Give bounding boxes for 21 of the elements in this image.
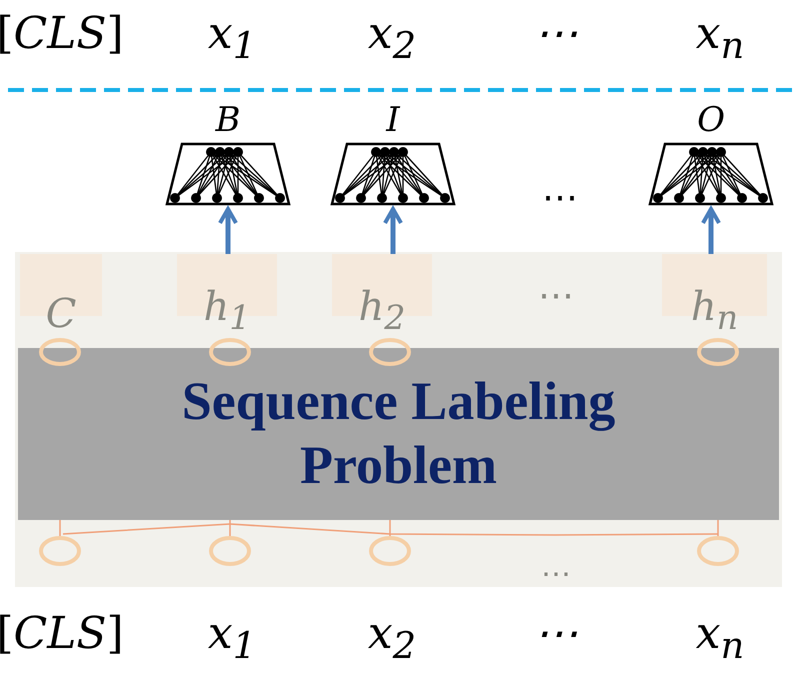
- output-label: B: [216, 100, 240, 140]
- token-label: x$_{2}$: [368, 12, 416, 64]
- output-label: O: [697, 100, 725, 140]
- token-label: ⋯: [534, 12, 578, 56]
- panel-background: [15, 252, 782, 587]
- token-label: x$_{n}$: [696, 12, 744, 64]
- arrow: [701, 207, 721, 254]
- token-label: x$_{n}$: [696, 612, 744, 664]
- token-label: [CLS]: [0, 612, 124, 656]
- token-label: [CLS]: [0, 12, 124, 56]
- token-label: ⋯: [534, 612, 578, 656]
- token-label: x$_{1}$: [208, 12, 256, 64]
- output-label: I: [386, 100, 400, 140]
- overlay-banner: Sequence Labeling Problem: [18, 348, 779, 520]
- ellipsis: ⋯: [538, 278, 574, 314]
- token-label: x$_{1}$: [208, 612, 256, 664]
- ellipsis: ⋯: [541, 560, 571, 590]
- token-label: x$_{2}$: [368, 612, 416, 664]
- ellipsis: ⋯: [542, 180, 578, 216]
- arrow: [383, 207, 403, 254]
- arrow: [218, 207, 238, 254]
